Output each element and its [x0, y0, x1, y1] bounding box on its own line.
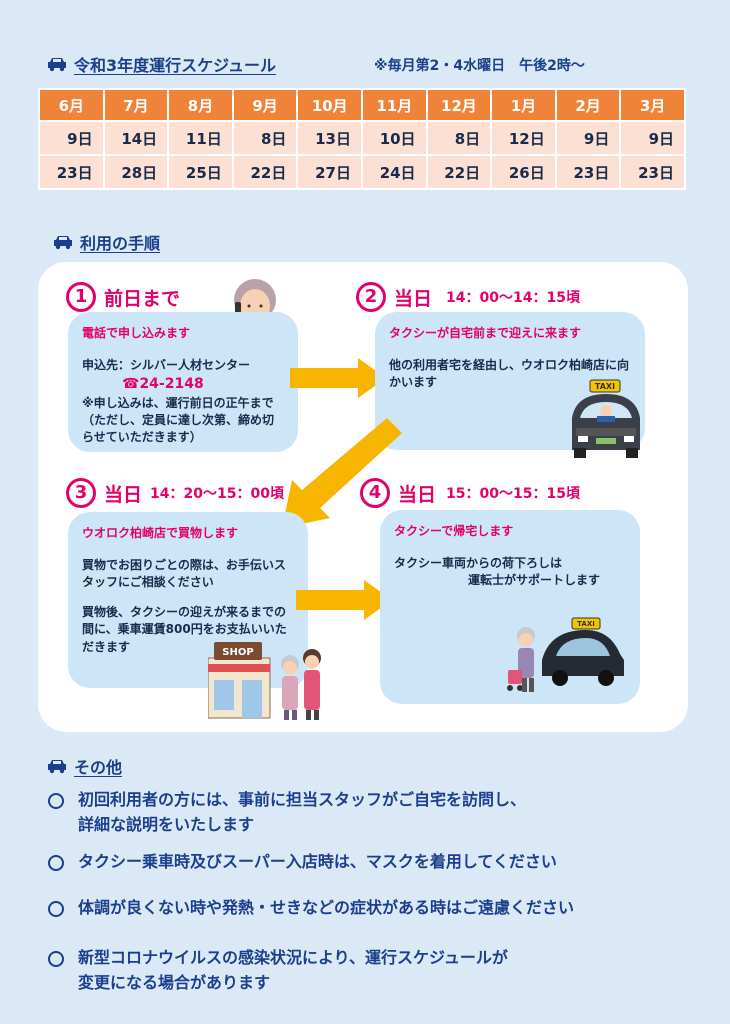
step-3-number: 3 [66, 478, 96, 508]
step-1-number: 1 [66, 282, 96, 312]
taxi-sign-2: TAXI [577, 620, 595, 628]
step-4-title: 4 当日 15：00～15：15頃 [360, 478, 580, 508]
month-cell: 2月 [554, 88, 622, 122]
step-1-bubble: 電話で申し込みます 申込先：シルバー人材センター ☎24-2148 ※申し込みは… [68, 312, 298, 452]
date-cell: 9日 [554, 120, 622, 156]
shop-sign: SHOP [222, 647, 253, 658]
step-4-number: 4 [360, 478, 390, 508]
shop-with-helpers-icon: SHOP [208, 642, 321, 720]
schedule-note: ※毎月第2・4水曜日 午後2時～ [374, 58, 585, 74]
step-2-label: 当日 [394, 287, 433, 310]
schedule-heading: 令和3年度運行スケジュール [46, 52, 276, 76]
date-cell: 13日 [296, 120, 363, 156]
circle-bullet-icon [48, 793, 64, 809]
step-3-fare-text: 買物後、タクシーの迎えが来るまでの間に、乗車運賃800円をお支払いいただきます [82, 604, 287, 654]
arrow-right-icon [290, 358, 386, 398]
date-cell: 23日 [554, 154, 622, 190]
car-icon [48, 760, 66, 774]
date-cell: 9日 [619, 120, 686, 156]
circle-bullet-icon [48, 951, 64, 967]
date-cell: 8日 [231, 120, 299, 156]
procedure-heading: 利用の手順 [52, 230, 160, 254]
other-item-2-text: タクシー乗車時及びスーパー入店時は、マスクを着用してください [78, 852, 557, 871]
other-item-1: 初回利用者の方には、事前に担当スタッフがご自宅を訪問し、 詳細な説明をいたします [48, 788, 526, 838]
taxi-with-driver-icon: TAXI [572, 379, 640, 458]
step-3-help-text: 買物でお困りごとの際は、お手伝いスタッフにご相談ください [82, 558, 286, 590]
elderly-woman-taxi-icon: TAXI [507, 617, 624, 692]
date-cell: 22日 [231, 154, 299, 190]
month-cell: 1月 [490, 88, 557, 122]
step-3-title: 3 当日 14：20～15：00頃 [66, 478, 284, 508]
step-2-text: 他の利用者宅を経由し、ウオロク柏崎店に向かいます [389, 358, 630, 390]
arrow-down-left-icon [282, 418, 402, 528]
step-4-text-1: タクシー車両からの荷下ろしは [394, 556, 563, 570]
date-cell: 10日 [360, 120, 428, 156]
month-cell: 6月 [38, 88, 105, 122]
step-2-time: 14：00～14：15頃 [446, 290, 580, 306]
other-item-4: 新型コロナウイルスの感染状況により、運行スケジュールが 変更になる場合があります [48, 946, 508, 996]
step-1-subtitle: 電話で申し込みます [82, 326, 191, 340]
date-cell: 8日 [425, 120, 493, 156]
procedure-panel: 1 前日まで 電話で申し込みます 申込先：シルバー人材センター ☎24-2148… [38, 262, 688, 732]
date-cell: 25日 [167, 154, 234, 190]
taxi-sign-1: TAXI [595, 382, 615, 391]
month-cell: 9月 [231, 88, 299, 122]
date-cell: 12日 [490, 120, 557, 156]
step-2-subtitle: タクシーが自宅前まで迎えに来ます [389, 326, 582, 340]
date-cell: 9日 [38, 120, 105, 156]
step-1-contact: 申込先：シルバー人材センター [82, 358, 251, 372]
other-item-1-text: 初回利用者の方には、事前に担当スタッフがご自宅を訪問し、 詳細な説明をいたします [78, 790, 527, 834]
month-cell: 8月 [167, 88, 234, 122]
car-icon [54, 236, 72, 250]
month-cell: 11月 [360, 88, 428, 122]
date-cell: 22日 [425, 154, 493, 190]
car-icon [48, 58, 66, 72]
step-3-time: 14：20～15：00頃 [150, 486, 284, 502]
other-item-3: 体調が良くない時や発熱・せきなどの症状がある時はご遠慮ください [48, 896, 574, 921]
month-cell: 12月 [425, 88, 493, 122]
step-3-subtitle: ウオロク柏崎店で買物します [82, 526, 239, 540]
date-cell: 23日 [38, 154, 105, 190]
step-4-subtitle: タクシーで帰宅します [394, 524, 514, 538]
step-2-number: 2 [356, 282, 386, 312]
month-cell: 7月 [102, 88, 170, 122]
arrow-right-icon [296, 580, 392, 620]
month-cell: 10月 [296, 88, 363, 122]
other-heading-text: その他 [74, 758, 123, 777]
date-cell: 27日 [296, 154, 363, 190]
step-1-label: 前日まで [104, 287, 181, 310]
step-2-title: 2 当日 14：00～14：15頃 [356, 282, 580, 312]
circle-bullet-icon [48, 855, 64, 871]
date-cell: 28日 [102, 154, 170, 190]
step-1-note: ※申し込みは、運行前日の正午まで（ただし、定員に達し次第、締め切らせていただきま… [82, 395, 275, 445]
procedure-heading-text: 利用の手順 [80, 234, 161, 253]
step-4-time: 15：00～15：15頃 [446, 486, 580, 502]
date-cell: 26日 [490, 154, 557, 190]
date-cell: 11日 [167, 120, 234, 156]
other-item-2: タクシー乗車時及びスーパー入店時は、マスクを着用してください [48, 850, 557, 875]
step-4-label: 当日 [398, 483, 437, 506]
schedule-heading-text: 令和3年度運行スケジュール [74, 56, 277, 75]
step-1-title: 1 前日まで [66, 282, 180, 312]
date-cell: 24日 [360, 154, 428, 190]
date-cell: 14日 [102, 120, 170, 156]
month-cell: 3月 [619, 88, 686, 122]
step-3-label: 当日 [104, 483, 143, 506]
date-cell: 23日 [619, 154, 686, 190]
other-heading: その他 [46, 754, 122, 778]
other-item-4-text: 新型コロナウイルスの感染状況により、運行スケジュールが 変更になる場合があります [78, 948, 508, 992]
step-1-phone: ☎24-2148 [122, 376, 204, 393]
step-4-text-2: 運転士がサポートします [468, 573, 601, 588]
other-item-3-text: 体調が良くない時や発熱・せきなどの症状がある時はご遠慮ください [78, 898, 575, 917]
circle-bullet-icon [48, 901, 64, 917]
